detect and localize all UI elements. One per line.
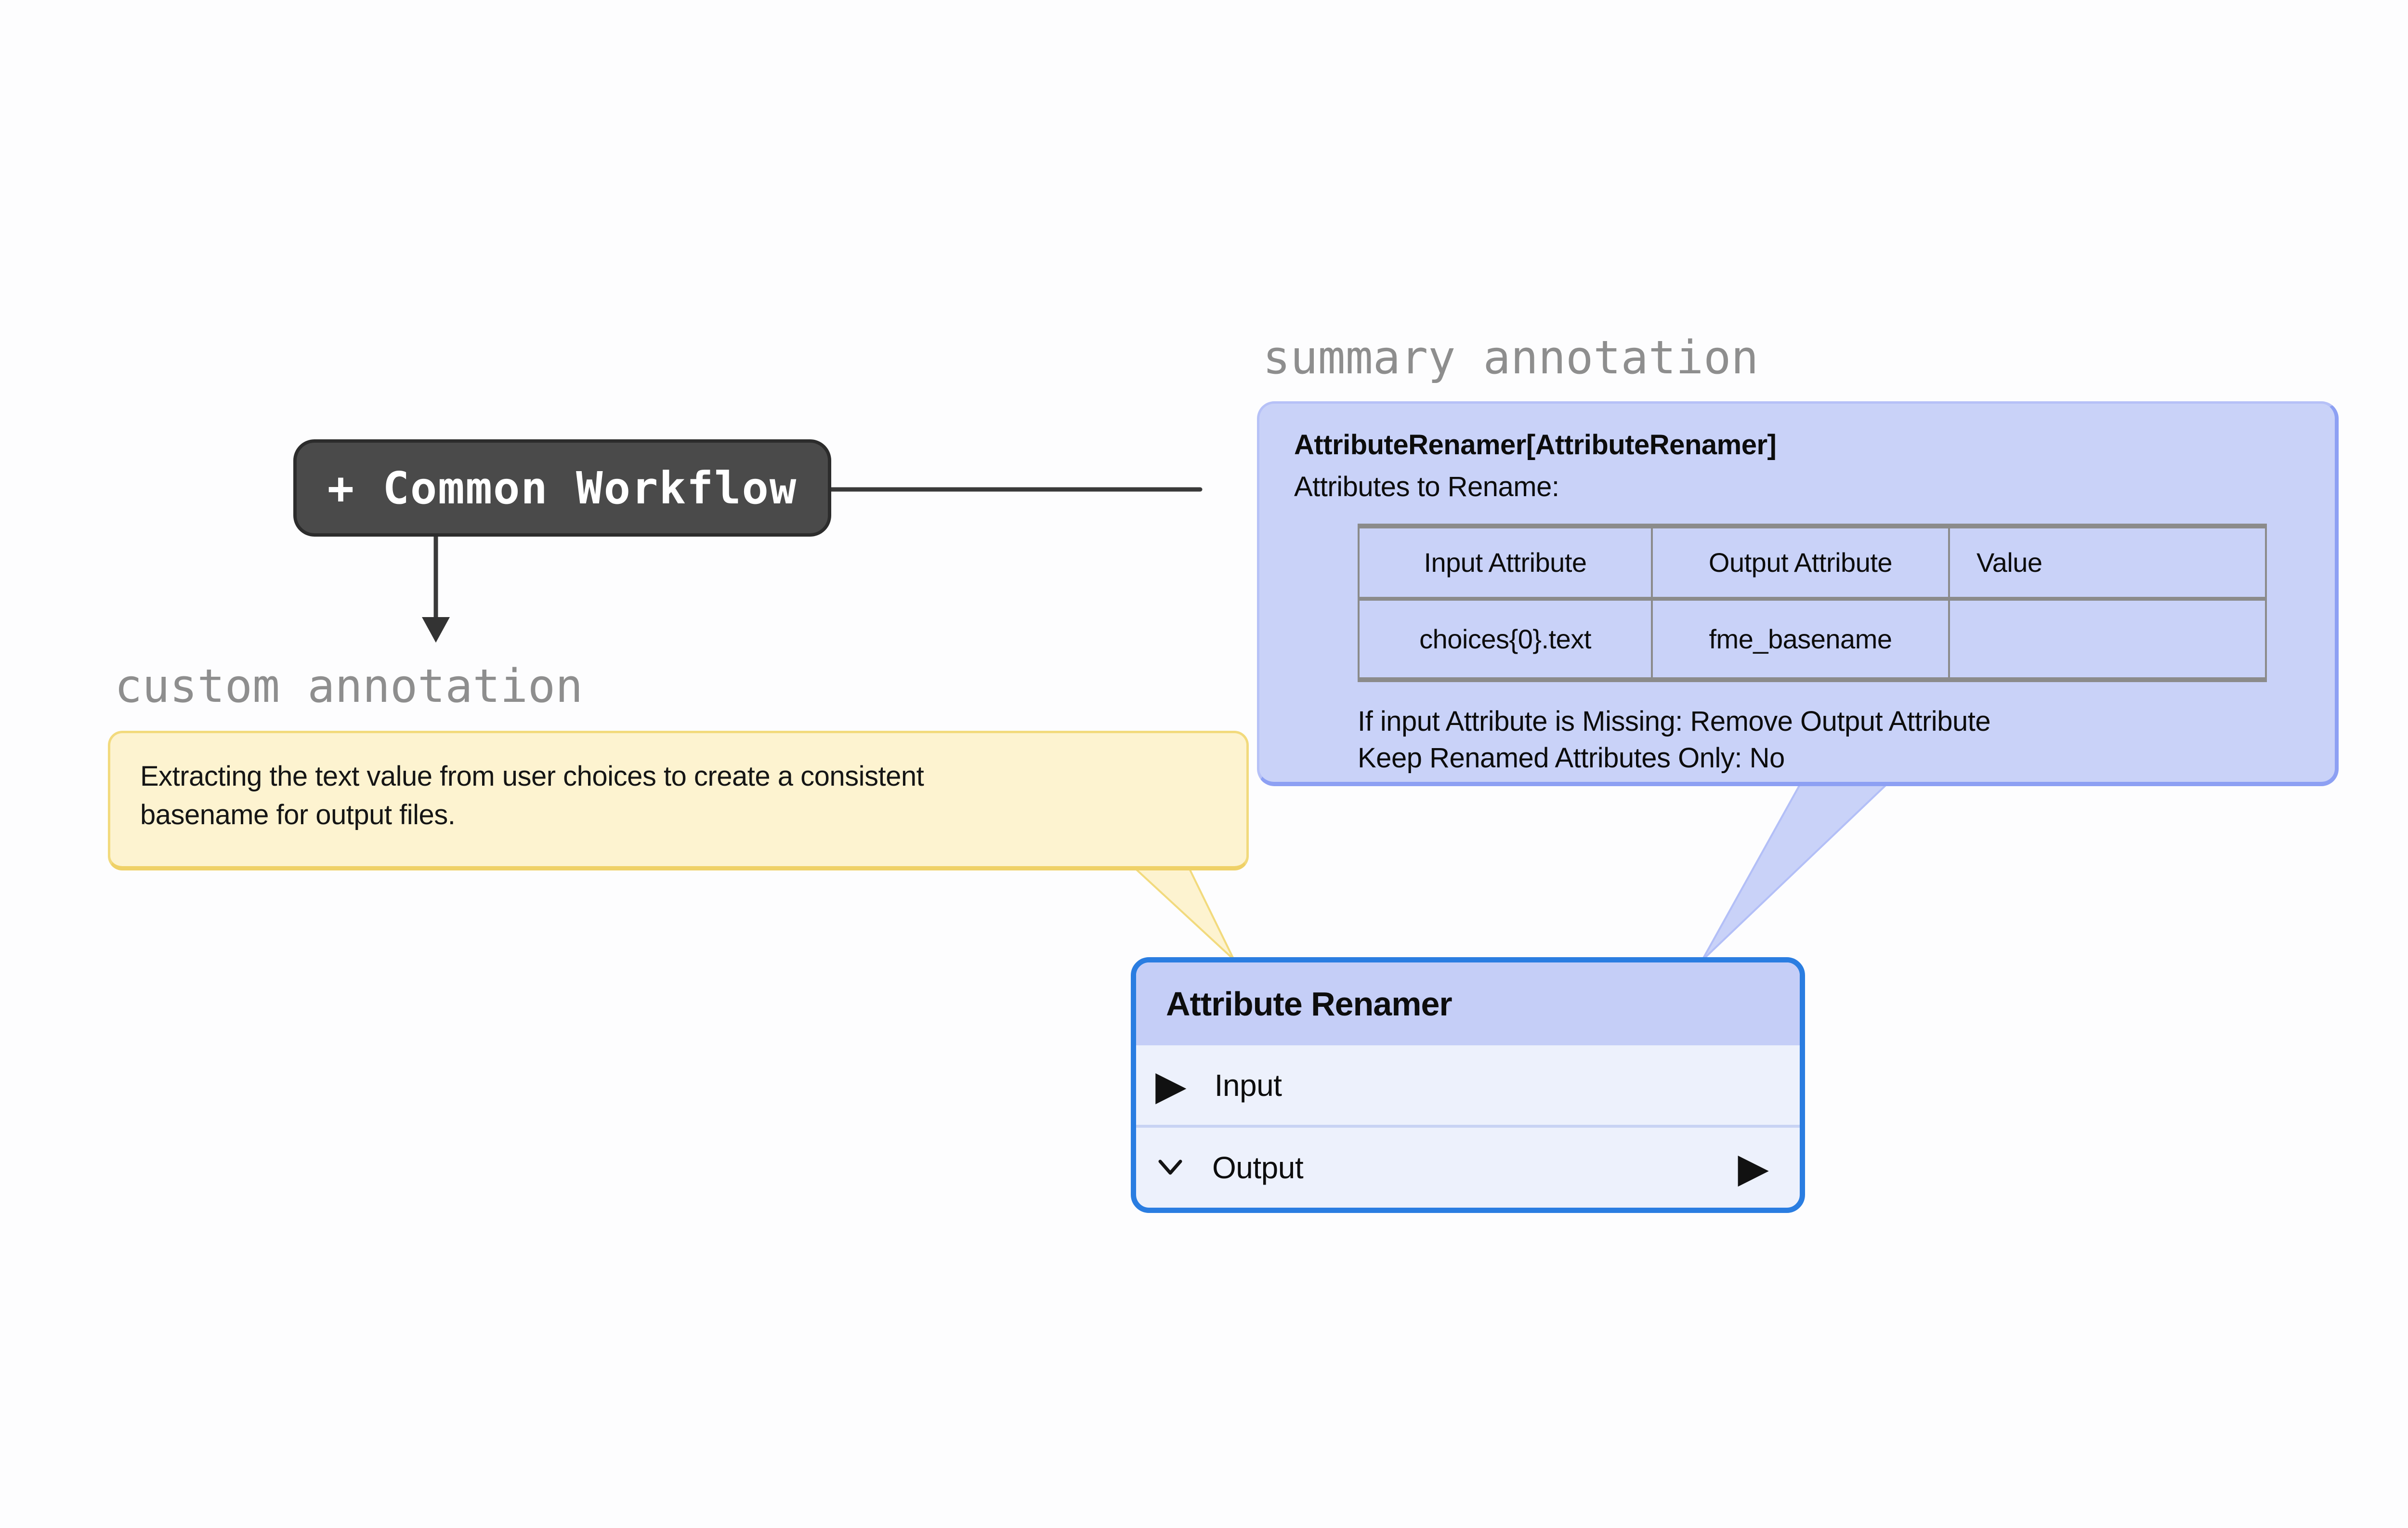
column-header-output-attribute: Output Attribute [1651, 525, 1950, 601]
cell-value [1948, 597, 2267, 681]
input-port-row[interactable]: ▶ Input [1136, 1045, 1800, 1125]
summary-footer: If input Attribute is Missing: Remove Ou… [1358, 703, 2335, 777]
table-row: choices{0}.text fme_basename [1358, 597, 2267, 681]
output-port-label: Output [1212, 1150, 1304, 1185]
summary-subtitle: Attributes to Rename: [1294, 471, 1559, 503]
custom-annotation-text-line: basename for output files. [140, 799, 456, 831]
output-port-row[interactable]: Output ▶ [1136, 1125, 1800, 1208]
cell-output-attribute: fme_basename [1651, 597, 1950, 681]
custom-annotation-caption: custom annotation [115, 660, 583, 713]
output-port-icon[interactable]: ▶ [1738, 1144, 1769, 1191]
custom-annotation-tail [1131, 866, 1235, 961]
table-header-row: Input Attribute Output Attribute Value [1358, 525, 2267, 601]
attribute-renamer-header[interactable]: Attribute Renamer [1136, 962, 1800, 1045]
summary-footer-line: Keep Renamed Attributes Only: No [1358, 742, 1785, 774]
summary-annotation-tail [1701, 781, 1891, 962]
attribute-renamer-title: Attribute Renamer [1166, 985, 1453, 1023]
common-workflow-label: + Common Workflow [327, 462, 798, 514]
attributes-to-rename-table: Input Attribute Output Attribute Value c… [1358, 523, 2267, 682]
summary-annotation-caption: summary annotation [1263, 331, 1759, 384]
summary-footer-line: If input Attribute is Missing: Remove Ou… [1358, 705, 1991, 737]
column-header-input-attribute: Input Attribute [1358, 525, 1653, 601]
summary-annotation-bubble[interactable]: AttributeRenamer[AttributeRenamer] Attri… [1257, 401, 2339, 786]
summary-title: AttributeRenamer[AttributeRenamer] [1294, 429, 1777, 461]
common-workflow-node[interactable]: + Common Workflow [293, 439, 831, 537]
chevron-down-icon[interactable] [1156, 1157, 1184, 1179]
arrowhead-down-icon [422, 617, 450, 643]
column-header-value: Value [1948, 525, 2267, 601]
custom-annotation-text-line: Extracting the text value from user choi… [140, 761, 924, 792]
custom-annotation-bubble[interactable]: Extracting the text value from user choi… [108, 731, 1249, 870]
cell-input-attribute: choices{0}.text [1358, 597, 1653, 681]
input-port-label: Input [1214, 1067, 1282, 1103]
input-port-icon[interactable]: ▶ [1155, 1061, 1187, 1109]
attribute-renamer-node[interactable]: Attribute Renamer ▶ Input Output ▶ [1131, 957, 1805, 1213]
